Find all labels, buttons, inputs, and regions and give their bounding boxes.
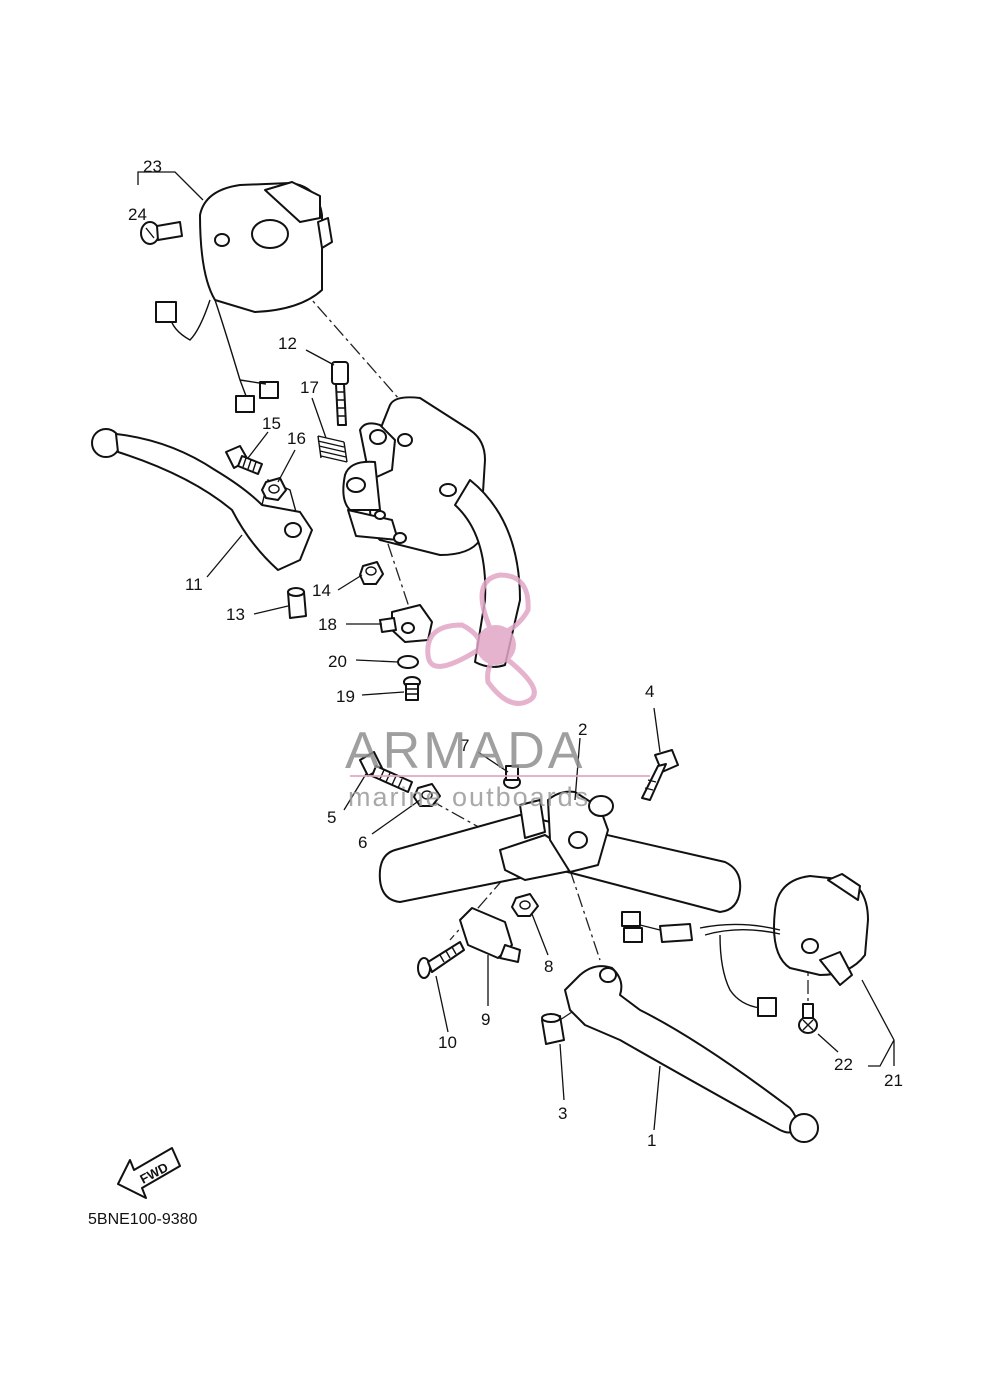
collar-13 bbox=[287, 587, 307, 619]
armada-watermark: ARMADA marine outboards bbox=[345, 572, 650, 812]
nut-16 bbox=[261, 477, 287, 501]
fwd-label: FWD bbox=[137, 1160, 170, 1187]
right-handlebar-switch bbox=[621, 873, 869, 1017]
switch-18 bbox=[379, 604, 433, 643]
callout-17: 17 bbox=[300, 378, 319, 397]
bolt-5 bbox=[359, 751, 413, 793]
callout-23: 23 bbox=[143, 157, 162, 176]
callout-19: 19 bbox=[336, 687, 355, 706]
callout-10: 10 bbox=[438, 1033, 457, 1052]
spring-17 bbox=[317, 435, 348, 463]
callout-2: 2 bbox=[578, 720, 587, 739]
propeller-logo-icon bbox=[425, 572, 537, 706]
leader-lines bbox=[137, 171, 895, 1131]
watermark-brand: ARMADA bbox=[345, 722, 585, 780]
diagram-code: 5BNE100-9380 bbox=[88, 1211, 198, 1228]
watermark-tagline: marine outboards bbox=[348, 782, 590, 812]
callout-24: 24 bbox=[128, 205, 147, 224]
fwd-arrow-icon: FWD bbox=[117, 1147, 181, 1199]
callout-14: 14 bbox=[312, 581, 331, 600]
callout-4: 4 bbox=[645, 682, 654, 701]
callout-20: 20 bbox=[328, 652, 347, 671]
propeller-blade-2 bbox=[425, 622, 483, 669]
callout-6: 6 bbox=[358, 833, 367, 852]
lever-holder-2 bbox=[499, 790, 614, 881]
right-lever-1 bbox=[564, 965, 819, 1143]
callout-5: 5 bbox=[327, 808, 336, 827]
callout-22: 22 bbox=[834, 1055, 853, 1074]
nut-14 bbox=[359, 561, 384, 585]
propeller-blade-3 bbox=[485, 658, 537, 706]
callout-8: 8 bbox=[544, 957, 553, 976]
callout-13: 13 bbox=[226, 605, 245, 624]
propeller-hub bbox=[476, 625, 516, 665]
screw-24 bbox=[140, 221, 183, 245]
nut-8 bbox=[511, 893, 539, 917]
left-handlebar-switch bbox=[155, 181, 333, 413]
callout-11: 11 bbox=[185, 575, 203, 594]
bolt-4 bbox=[641, 749, 679, 801]
bolt-15 bbox=[225, 445, 263, 475]
switch-9 bbox=[459, 907, 521, 963]
washer-20 bbox=[397, 655, 419, 669]
callout-labels: 23 24 12 17 15 16 11 13 14 18 20 19 4 2 … bbox=[128, 157, 903, 1150]
callout-3: 3 bbox=[558, 1104, 567, 1123]
propeller-blade-1 bbox=[479, 572, 531, 635]
callout-12: 12 bbox=[278, 334, 297, 353]
callout-15: 15 bbox=[262, 414, 281, 433]
master-cylinder bbox=[342, 396, 521, 668]
bolt-12 bbox=[331, 361, 349, 426]
callout-1: 1 bbox=[647, 1131, 656, 1150]
callout-16: 16 bbox=[287, 429, 306, 448]
left-lever-11 bbox=[91, 428, 313, 571]
screw-19 bbox=[403, 676, 421, 701]
callout-18: 18 bbox=[318, 615, 337, 634]
screw-10 bbox=[417, 941, 465, 979]
nut-6 bbox=[413, 783, 441, 807]
screw-22 bbox=[798, 1003, 818, 1034]
collar-3 bbox=[541, 1013, 565, 1045]
callout-21: 21 bbox=[884, 1071, 903, 1090]
callout-7: 7 bbox=[460, 736, 469, 755]
callout-9: 9 bbox=[481, 1010, 490, 1029]
